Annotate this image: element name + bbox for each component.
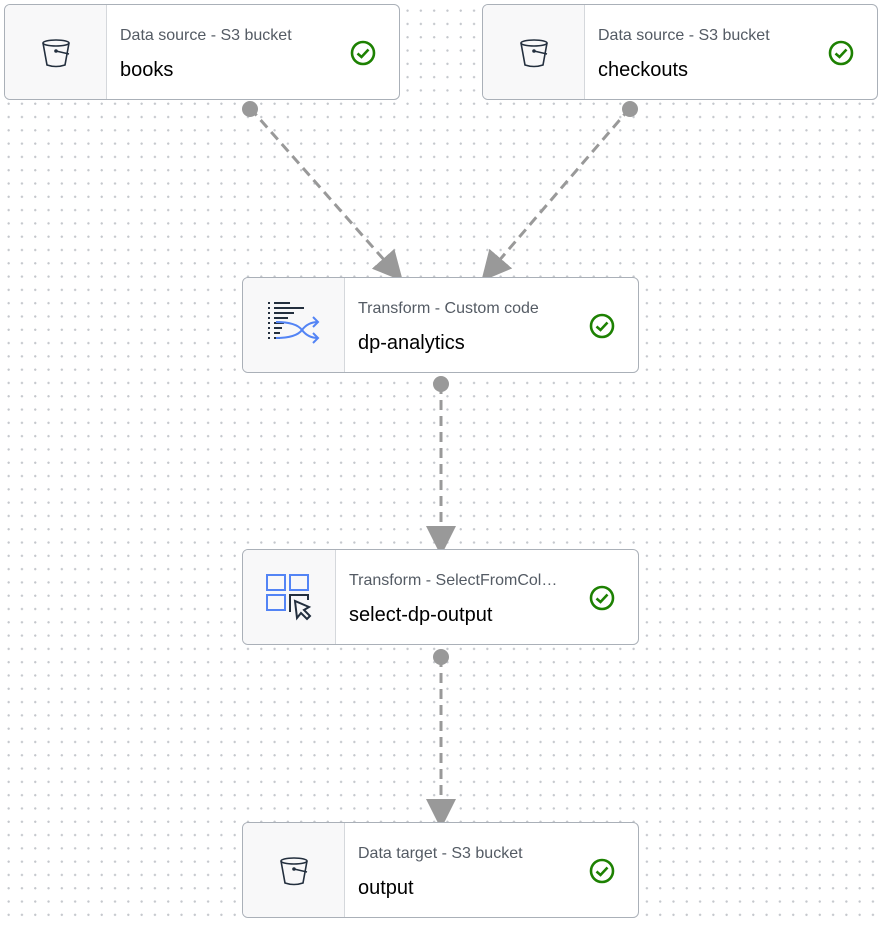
output-port[interactable] <box>242 101 258 117</box>
select-from-collection-icon <box>243 550 336 644</box>
node-checkouts[interactable]: Data source - S3 bucket checkouts <box>482 4 878 100</box>
node-type-label: Transform - SelectFromCol… <box>349 572 558 589</box>
success-check-icon <box>589 585 615 611</box>
success-check-icon <box>828 40 854 66</box>
node-type-label: Transform - Custom code <box>358 300 539 317</box>
edge-books-to-dp-analytics[interactable] <box>248 107 403 282</box>
node-name: dp-analytics <box>358 332 465 354</box>
node-books[interactable]: Data source - S3 bucket books <box>4 4 400 100</box>
node-output[interactable]: Data target - S3 bucket output <box>242 822 639 918</box>
node-type-label: Data source - S3 bucket <box>120 27 292 44</box>
node-select-dp-output[interactable]: Transform - SelectFromCol… select-dp-out… <box>242 549 639 645</box>
node-name: books <box>120 59 174 81</box>
custom-code-transform-icon <box>243 278 345 372</box>
node-name: checkouts <box>598 59 689 81</box>
node-type-label: Data target - S3 bucket <box>358 845 523 862</box>
output-port[interactable] <box>433 649 449 665</box>
node-type-label: Data source - S3 bucket <box>598 27 770 44</box>
s3-bucket-icon <box>243 823 345 917</box>
output-port[interactable] <box>622 101 638 117</box>
node-name: output <box>358 877 414 899</box>
node-name: select-dp-output <box>349 604 493 626</box>
edge-checkouts-to-dp-analytics[interactable] <box>481 107 632 282</box>
s3-bucket-icon <box>5 5 107 99</box>
success-check-icon <box>350 40 376 66</box>
s3-bucket-icon <box>483 5 585 99</box>
success-check-icon <box>589 858 615 884</box>
success-check-icon <box>589 313 615 339</box>
node-dp-analytics[interactable]: Transform - Custom code dp-analytics <box>242 277 639 373</box>
output-port[interactable] <box>433 376 449 392</box>
